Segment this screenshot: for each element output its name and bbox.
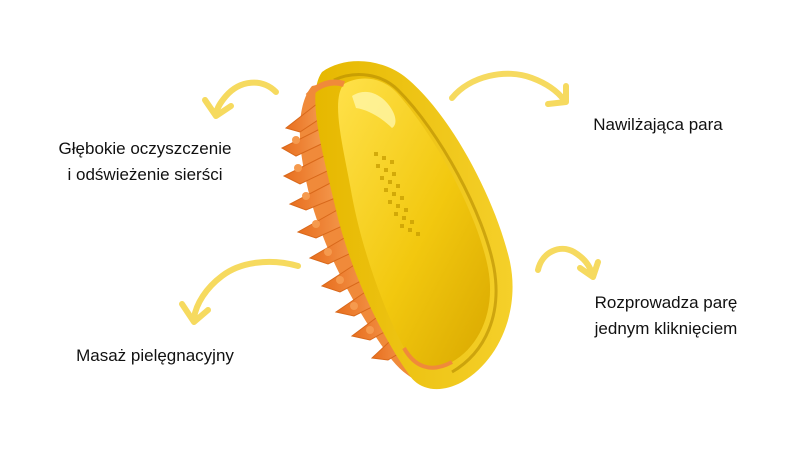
feature-label-line: Głębokie oczyszczenie — [58, 139, 232, 158]
feature-label-massage: Masaż pielęgnacyjny — [50, 343, 260, 369]
steam-pet-brush-image — [280, 61, 513, 390]
feature-label-line: Masaż pielęgnacyjny — [76, 346, 234, 365]
feature-label-line: Rozprowadza parę — [594, 293, 738, 312]
feature-label-line: jednym kliknięciem — [594, 319, 738, 338]
feature-label-deep-cleaning: Głębokie oczyszczenie i odświeżenie sier… — [30, 136, 260, 188]
feature-label-steam: Nawilżająca para — [578, 112, 738, 138]
feature-label-line: Nawilżająca para — [593, 115, 723, 134]
feature-label-line: i odświeżenie sierści — [67, 165, 223, 184]
feature-label-one-click: Rozprowadza parę jednym kliknięciem — [560, 290, 772, 342]
